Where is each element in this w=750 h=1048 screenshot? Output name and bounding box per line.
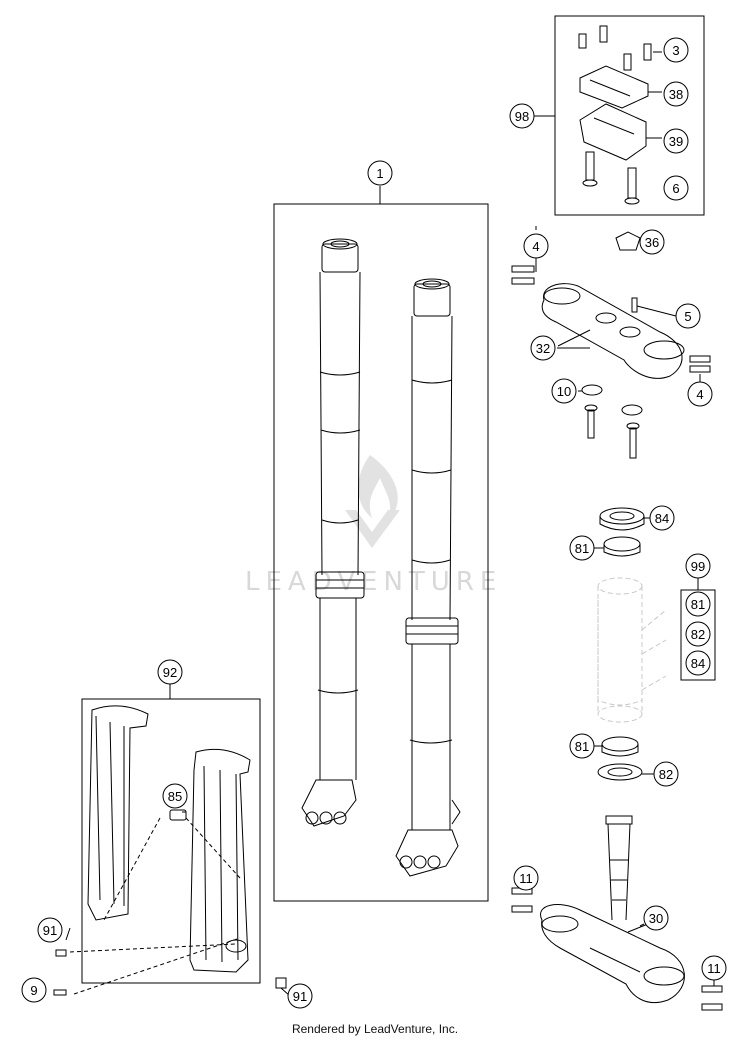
- svg-text:4: 4: [696, 387, 703, 402]
- svg-text:82: 82: [659, 767, 673, 782]
- svg-text:81: 81: [575, 541, 589, 556]
- callout-6: 6: [663, 175, 689, 201]
- callout-32: 32: [530, 335, 556, 361]
- svg-text:91: 91: [43, 923, 57, 938]
- svg-text:85: 85: [168, 789, 182, 804]
- callout-36: 36: [639, 229, 665, 255]
- svg-text:38: 38: [669, 87, 683, 102]
- callout-39: 39: [663, 128, 689, 154]
- callout-82-kit: 82: [685, 621, 711, 647]
- callout-11-right: 11: [701, 955, 727, 981]
- svg-text:99: 99: [691, 559, 705, 574]
- svg-text:92: 92: [163, 665, 177, 680]
- svg-text:36: 36: [645, 235, 659, 250]
- right-fork-leg: [395, 278, 461, 877]
- callout-91-right: 91: [287, 983, 313, 1009]
- callout-92: 92: [157, 659, 183, 685]
- svg-text:84: 84: [691, 656, 705, 671]
- callout-81-lower: 81: [569, 733, 595, 759]
- kit-99-box: [680, 578, 716, 681]
- left-fork-leg: [301, 238, 365, 827]
- fork-guards-box: [81, 698, 261, 984]
- callout-9: 9: [21, 977, 47, 1003]
- svg-text:11: 11: [707, 961, 721, 976]
- callout-91-left: 91: [37, 917, 63, 943]
- callout-98: 98: [509, 103, 535, 129]
- callout-30: 30: [643, 905, 669, 931]
- callout-11-left: 11: [513, 865, 539, 891]
- footer-credit: Rendered by LeadVenture, Inc.: [291, 1022, 459, 1036]
- callout-4-upper: 4: [523, 233, 549, 259]
- callout-3: 3: [663, 37, 689, 63]
- callout-5: 5: [675, 303, 701, 329]
- callout-81-kit: 81: [685, 591, 711, 617]
- callout-99: 99: [685, 553, 711, 579]
- fork-assembly-group: [273, 186, 489, 902]
- ghost-steering-stem: [597, 577, 667, 723]
- svg-text:11: 11: [519, 871, 533, 886]
- watermark-text: LEADVENTURE: [245, 567, 502, 597]
- fork-group-box: [273, 203, 489, 902]
- svg-text:98: 98: [515, 109, 529, 124]
- handlebar-clamp-kit: [536, 15, 705, 216]
- callout-85: 85: [162, 783, 188, 809]
- callout-10: 10: [551, 378, 577, 404]
- callout-1: 1: [367, 160, 393, 186]
- callout-4-lower: 4: [687, 381, 713, 407]
- svg-text:9: 9: [30, 983, 37, 998]
- callout-82-lower: 82: [653, 761, 679, 787]
- callout-38: 38: [663, 81, 689, 107]
- callout-84-upper: 84: [649, 505, 675, 531]
- fork-guards-group: [53, 684, 291, 997]
- svg-text:4: 4: [532, 239, 539, 254]
- svg-text:1: 1: [376, 166, 383, 181]
- lower-triple-clamp: [511, 815, 723, 1011]
- svg-text:39: 39: [669, 134, 683, 149]
- svg-text:84: 84: [655, 511, 669, 526]
- svg-text:5: 5: [684, 309, 691, 324]
- svg-text:30: 30: [649, 911, 663, 926]
- callout-81-upper: 81: [569, 535, 595, 561]
- svg-text:10: 10: [557, 384, 571, 399]
- callout-84-kit: 84: [685, 650, 711, 676]
- svg-text:81: 81: [575, 739, 589, 754]
- svg-text:91: 91: [293, 989, 307, 1004]
- svg-text:6: 6: [672, 181, 679, 196]
- leadventure-watermark: LEADVENTURE: [245, 455, 502, 597]
- svg-text:82: 82: [691, 627, 705, 642]
- svg-text:81: 81: [691, 597, 705, 612]
- svg-text:3: 3: [672, 43, 679, 58]
- steering-bearings: [594, 507, 654, 781]
- svg-text:32: 32: [536, 341, 550, 356]
